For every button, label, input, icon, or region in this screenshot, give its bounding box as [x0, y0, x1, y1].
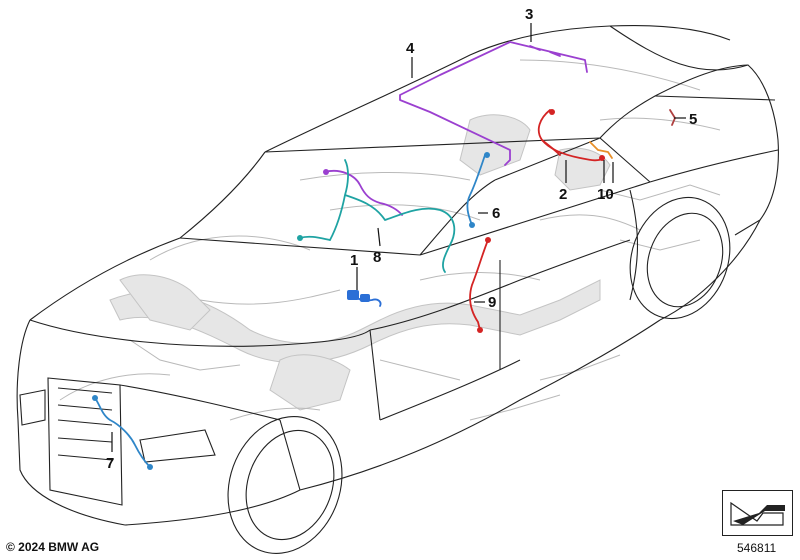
callout-10[interactable]: 10	[597, 186, 614, 203]
harness-2[interactable]	[537, 109, 605, 162]
callout-4[interactable]: 4	[406, 40, 415, 57]
copyright-notice: © 2024 BMW AG	[6, 540, 100, 554]
corner-arrow-icon	[730, 501, 785, 526]
callout-leaders	[111, 23, 686, 452]
harness-7[interactable]	[92, 395, 153, 470]
harness-1[interactable]	[347, 290, 382, 307]
rear-wheel	[629, 196, 731, 320]
harness-3[interactable]	[509, 41, 588, 73]
diagram-number: 546811	[737, 541, 777, 555]
callout-3[interactable]: 3	[525, 6, 533, 23]
corner-arrow-button[interactable]	[722, 490, 793, 536]
callout-5[interactable]: 5	[689, 111, 697, 128]
vehicle-outline	[16, 24, 779, 526]
callout-labels: 1 2 3 4 5 6 7 8 9 10	[106, 6, 697, 472]
callout-2[interactable]: 2	[559, 186, 567, 203]
callout-9[interactable]: 9	[488, 294, 496, 311]
harness-4[interactable]	[323, 41, 511, 216]
front-wheel	[227, 416, 343, 554]
harness-8[interactable]	[297, 159, 456, 273]
harness-10[interactable]	[589, 141, 613, 159]
callout-8[interactable]: 8	[373, 249, 381, 266]
callout-1[interactable]: 1	[350, 252, 358, 269]
callout-6[interactable]: 6	[492, 205, 500, 222]
harness-6[interactable]	[466, 152, 490, 228]
harness-9[interactable]	[469, 237, 491, 333]
vehicle-interior-ghost	[59, 59, 721, 421]
callout-7[interactable]: 7	[106, 455, 114, 472]
